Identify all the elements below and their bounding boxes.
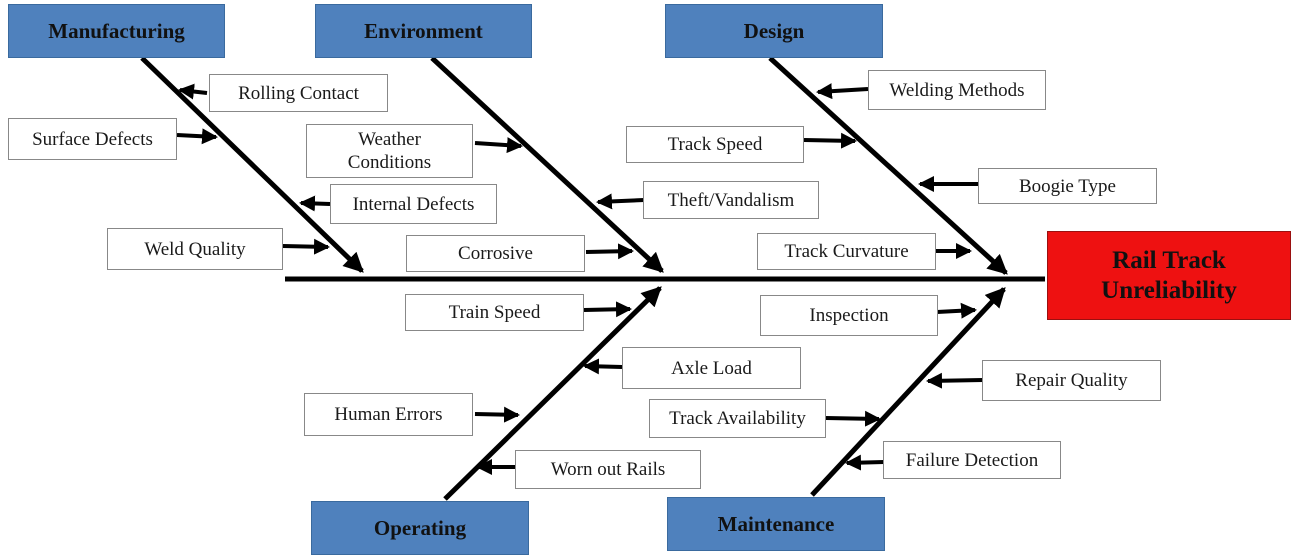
cause-rolling-contact-label: Rolling Contact [238,82,359,104]
arrow-welding-methods [816,83,869,100]
arrow-track-speed [803,132,857,149]
arrow-weather-conditions [474,137,523,154]
cause-welding-methods: Welding Methods [868,70,1046,110]
effect-label-line2: Unreliability [1101,276,1237,304]
cause-worn-out-rails-label: Worn out Rails [550,459,666,480]
cause-track-curvature-label: Track Curvature [784,241,909,262]
cause-track-curvature: Track Curvature [757,233,936,270]
cause-weather-conditions-line1: Weather [358,129,421,150]
arrow-weld-quality [282,238,330,255]
category-maintenance: Maintenance [667,497,885,551]
bone-design [768,56,1008,275]
cause-human-errors: Human Errors [304,393,473,436]
arrow-internal-defects [299,195,331,212]
cause-surface-defects: Surface Defects [8,118,177,160]
cause-surface-defects-label: Surface Defects [32,128,153,150]
cause-axle-load: Axle Load [622,347,801,389]
cause-internal-defects-label: Internal Defects [352,193,475,215]
arrow-failure-detection [845,454,885,471]
cause-weather-conditions: Weather Conditions [306,124,473,178]
cause-worn-out-rails: Worn out Rails [515,450,701,489]
cause-internal-defects: Internal Defects [330,184,497,224]
arrow-theft-vandalism [596,193,645,210]
category-design-label: Design [743,18,805,43]
cause-failure-detection-label: Failure Detection [905,449,1039,471]
cause-weld-quality: Weld Quality [107,228,283,270]
category-operating: Operating [311,501,529,555]
effect-label-line1: Rail Track [1112,246,1226,274]
cause-axle-load-label: Axle Load [671,357,752,379]
category-design: Design [665,4,883,58]
cause-track-speed: Track Speed [626,126,804,163]
cause-repair-quality-label: Repair Quality [1015,370,1128,391]
cause-weld-quality-label: Weld Quality [144,238,246,260]
category-environment: Environment [315,4,532,58]
cause-corrosive-label: Corrosive [458,243,533,264]
cause-track-availability: Track Availability [649,399,826,438]
cause-failure-detection: Failure Detection [883,441,1061,479]
cause-train-speed-label: Train Speed [448,302,541,323]
arrow-repair-quality [926,372,984,389]
category-operating-label: Operating [373,515,467,540]
category-manufacturing-label: Manufacturing [48,18,185,43]
arrow-axle-load [583,358,623,375]
cause-human-errors-label: Human Errors [334,404,443,425]
cause-boogie-type-label: Boogie Type [1018,175,1116,197]
arrow-inspection [936,302,977,319]
cause-repair-quality: Repair Quality [982,360,1161,401]
cause-theft-vandalism-label: Theft/Vandalism [667,189,795,211]
cause-theft-vandalism: Theft/Vandalism [643,181,819,219]
arrow-track-availability [825,410,881,427]
cause-train-speed: Train Speed [405,294,584,331]
arrow-corrosive [585,243,634,260]
arrow-train-speed [583,301,632,318]
cause-track-availability-label: Track Availability [669,408,806,429]
category-maintenance-label: Maintenance [717,511,835,536]
cause-boogie-type: Boogie Type [978,168,1157,204]
category-environment-label: Environment [364,18,483,43]
effect-box: Rail Track Unreliability [1047,231,1291,320]
cause-inspection-label: Inspection [809,305,889,326]
cause-rolling-contact: Rolling Contact [209,74,388,112]
bone-environment [430,56,664,273]
cause-track-speed-label: Track Speed [667,134,763,155]
arrow-surface-defects [176,128,218,145]
bone-maintenance [810,287,1006,497]
arrow-human-errors [474,406,520,423]
category-manufacturing: Manufacturing [8,4,225,58]
cause-inspection: Inspection [760,295,938,336]
cause-corrosive: Corrosive [406,235,585,272]
cause-weather-conditions-line2: Conditions [347,152,432,173]
cause-welding-methods-label: Welding Methods [889,79,1025,101]
arrow-rolling-contact [178,83,208,100]
